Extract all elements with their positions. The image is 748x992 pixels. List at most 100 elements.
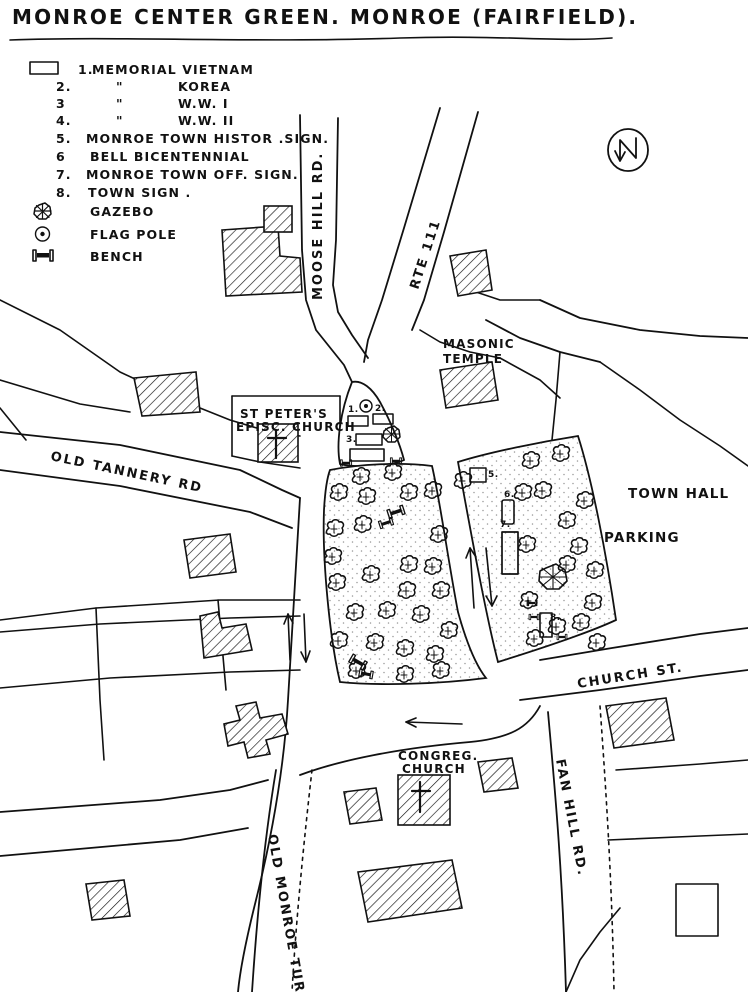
building-st-peters-hatch — [258, 424, 298, 462]
place-label-masonic-line1: MASONIC — [443, 337, 515, 351]
street-label-rte-111: RTE 111 — [408, 217, 445, 291]
parcel-line-masonic-2 — [499, 357, 561, 399]
street-label-fan-hill-rd: FAN HILL RD. — [552, 758, 590, 878]
road-lower-left-south — [0, 827, 249, 857]
building-church-st-hatch — [606, 698, 674, 748]
memorial-2-rect — [372, 413, 394, 425]
place-label-congreg-line1: CONGREG. — [398, 749, 478, 763]
place-label-st-peters-line2: EPISC. CHURCH — [236, 420, 356, 434]
building-left-of-congreg-hatch — [344, 788, 382, 824]
island-gazebo-icon — [382, 425, 401, 443]
building-midleft-1-hatch — [184, 534, 236, 578]
building-small-upper-hatch — [264, 206, 292, 232]
island-flag-pole-icon — [359, 399, 373, 413]
green-marker-6: 6. — [504, 490, 515, 500]
sign-8-rect — [539, 612, 553, 638]
gazebo-icon — [33, 202, 52, 220]
place-label-town-hall: TOWN HALL — [628, 486, 729, 502]
legend-text-2: KOREA — [178, 79, 231, 94]
memorial-4-rect — [349, 448, 385, 462]
memorial-rectangle-icon — [29, 61, 59, 75]
road-fan-hill-east — [599, 705, 615, 992]
memorial-3-rect — [355, 433, 383, 446]
road-old-tannery-north-edge — [0, 431, 301, 499]
legend-num-4: 4. — [56, 113, 71, 128]
legend-bench-label: BENCH — [90, 249, 144, 264]
cross-icon-congreg — [410, 780, 432, 814]
green-marker-7: 7. — [500, 520, 511, 530]
parcel-line-right-2 — [551, 351, 561, 441]
traffic-arrow-right-pair — [465, 547, 498, 609]
legend-text-4: W.W. II — [178, 113, 234, 128]
building-upper-left-hatch — [222, 226, 302, 296]
parcel-line-right-3 — [599, 361, 748, 467]
bench-icon — [32, 249, 54, 262]
road-rte111-east-edge — [411, 111, 479, 331]
legend-num-7: 7. — [56, 167, 71, 182]
road-fan-hill-west — [547, 711, 567, 992]
legend-num-6: 6 — [56, 149, 66, 164]
building-lower-large-hatch — [358, 860, 462, 922]
legend-ditto-2: " — [116, 79, 124, 94]
legend-ditto-4: " — [116, 113, 124, 128]
traffic-arrow-left-pair — [283, 613, 311, 663]
legend-num-1: 1. — [78, 62, 93, 77]
road-upper-right-2 — [485, 319, 601, 363]
place-label-st-peters-line1: ST PETER'S — [240, 407, 328, 421]
memorial-1-rect — [347, 415, 369, 427]
green-marker-5: 5. — [488, 470, 499, 480]
town-hall-green-stipple — [458, 436, 616, 662]
legend-num-3: 3 — [56, 96, 66, 111]
legend-num-8: 8. — [56, 185, 71, 200]
road-green-west-edge — [237, 497, 301, 992]
parcel-line-west-2 — [0, 407, 27, 441]
place-label-congreg-line2: CHURCH — [402, 762, 466, 776]
bell-6-rect — [501, 499, 515, 525]
road-rte111-west-edge — [363, 107, 441, 363]
legend-text-1: MEMORIAL VIETNAM — [92, 62, 254, 77]
road-moose-hill-east-edge — [332, 117, 369, 359]
sign-7-rect — [501, 531, 519, 575]
street-label-old-monroe-turnpike: OLD MONROE TURNPIKE — [264, 833, 316, 992]
cross-icon-st-peters — [266, 428, 288, 460]
legend-text-3: W.W. I — [178, 96, 229, 111]
parcel-line-west — [0, 379, 131, 413]
legend-flagpole-label: FLAG POLE — [90, 227, 177, 242]
road-lower-center — [299, 705, 541, 776]
legend-num-2: 2. — [56, 79, 71, 94]
road-lower-left-north — [0, 779, 269, 813]
parcel-line-lower-right-2 — [565, 907, 621, 992]
legend-text-5: MONROE TOWN HISTOR .SIGN. — [86, 131, 329, 146]
legend-text-7: MONROE TOWN OFF. SIGN. — [86, 167, 299, 182]
legend-num-5: 5. — [56, 131, 71, 146]
page-title: MONROE CENTER GREEN. MONROE (FAIRFIELD). — [12, 5, 638, 29]
island-marker-3: 3. — [346, 435, 357, 445]
building-congreg-church-hatch — [398, 775, 450, 825]
legend-text-8: TOWN SIGN . — [88, 185, 191, 200]
building-lower-left-small-hatch — [86, 880, 130, 920]
road-moose-hill-west-edge — [299, 114, 353, 383]
place-label-masonic-line2: TEMPLE — [443, 352, 503, 366]
legend-gazebo-label: GAZEBO — [90, 204, 154, 219]
parcel-line-lower-right — [607, 833, 748, 841]
building-right-of-congreg-hatch — [478, 758, 518, 792]
main-green-stipple — [323, 463, 486, 685]
island-marker-2: 2. — [375, 404, 386, 414]
legend-ditto-3: " — [116, 96, 124, 111]
parcel-line-midwest-3 — [0, 669, 301, 689]
building-midleft-2-hatch — [200, 612, 252, 658]
flag-pole-icon — [34, 226, 51, 242]
parcel-line-masonic — [419, 329, 501, 359]
place-label-parking: PARKING — [604, 530, 680, 546]
title-underline — [9, 36, 613, 41]
street-label-church-st: CHURCH ST. — [576, 660, 684, 692]
parcel-line-vert-1 — [95, 607, 105, 761]
building-rte111-upper-hatch — [450, 250, 492, 296]
parcel-line-right-4 — [469, 289, 541, 301]
